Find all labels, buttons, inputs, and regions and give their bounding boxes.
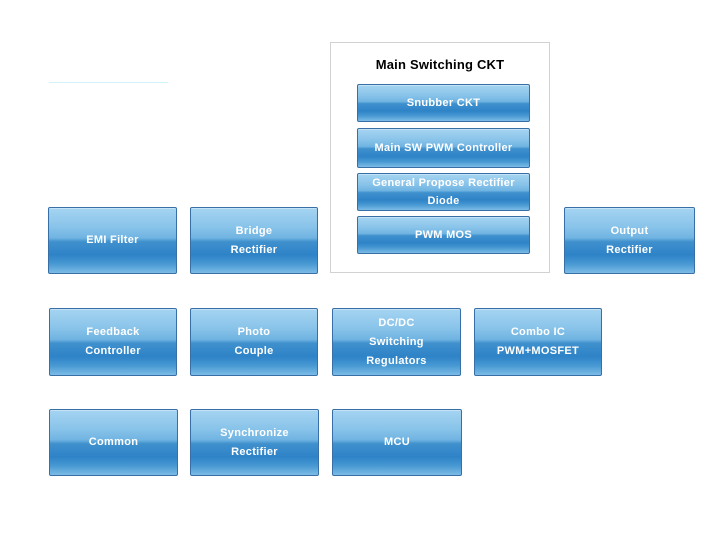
block-dcdc-switching-regulators[interactable]: DC/DC Switching Regulators: [332, 308, 461, 376]
block-common[interactable]: Common: [49, 409, 178, 476]
block-output-rectifier[interactable]: Output Rectifier: [564, 207, 695, 274]
block-synchronize-rectifier[interactable]: Synchronize Rectifier: [190, 409, 319, 476]
group-title: Main Switching CKT: [375, 57, 505, 72]
block-pwm-mos[interactable]: PWM MOS: [357, 216, 530, 254]
block-general-propose-rectifier-diode[interactable]: General Propose Rectifier Diode: [357, 173, 530, 211]
block-feedback-controller[interactable]: Feedback Controller: [49, 308, 177, 376]
block-main-sw-pwm-controller[interactable]: Main SW PWM Controller: [357, 128, 530, 168]
block-emi-filter[interactable]: EMI Filter: [48, 207, 177, 274]
block-combo-ic-pwm-mosfet[interactable]: Combo IC PWM+MOSFET: [474, 308, 602, 376]
faint-underline-artifact: [49, 82, 168, 83]
block-snubber-ckt[interactable]: Snubber CKT: [357, 84, 530, 122]
block-bridge-rectifier[interactable]: Bridge Rectifier: [190, 207, 318, 274]
block-mcu[interactable]: MCU: [332, 409, 462, 476]
block-photo-couple[interactable]: Photo Couple: [190, 308, 318, 376]
